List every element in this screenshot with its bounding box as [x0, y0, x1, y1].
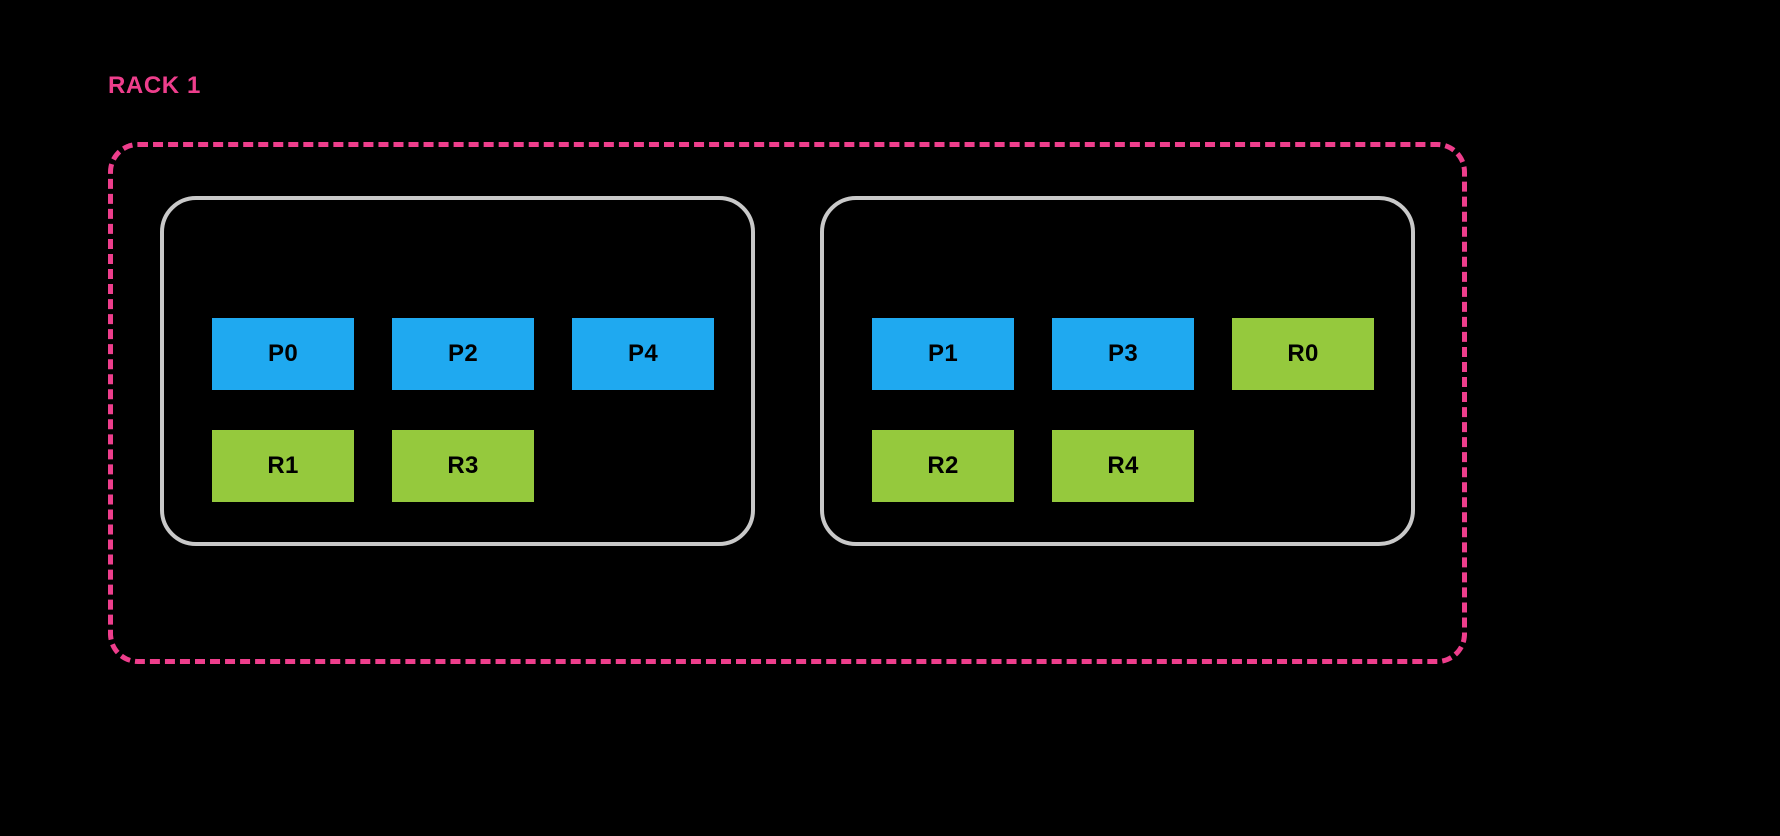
shard-slot-empty [572, 430, 714, 502]
node-panel-2[interactable]: P1 P3 R0 R2 R4 [820, 196, 1415, 546]
rack-boundary [108, 142, 1467, 664]
shard-box[interactable]: P4 [572, 318, 714, 390]
node-panel-1[interactable]: P0 P2 P4 R1 R3 [160, 196, 755, 546]
rack-label: RACK 1 [108, 72, 201, 99]
shard-box[interactable]: P0 [212, 318, 354, 390]
shard-box[interactable]: R0 [1232, 318, 1374, 390]
shard-box[interactable]: R3 [392, 430, 534, 502]
node-2-primary-row: P1 P3 R0 [872, 318, 1391, 390]
shard-box[interactable]: P3 [1052, 318, 1194, 390]
node-1-primary-row: P0 P2 P4 [212, 318, 731, 390]
shard-box[interactable]: P2 [392, 318, 534, 390]
node-1-replica-row: R1 R3 [212, 430, 731, 502]
shard-box[interactable]: P1 [872, 318, 1014, 390]
shard-slot-empty [1232, 430, 1374, 502]
node-1-shard-grid: P0 P2 P4 R1 R3 [212, 318, 731, 502]
shard-box[interactable]: R2 [872, 430, 1014, 502]
shard-box[interactable]: R1 [212, 430, 354, 502]
shard-box[interactable]: R4 [1052, 430, 1194, 502]
node-container: P0 P2 P4 R1 R3 P1 P3 R0 [160, 196, 1415, 546]
node-2-shard-grid: P1 P3 R0 R2 R4 [872, 318, 1391, 502]
node-2-replica-row: R2 R4 [872, 430, 1391, 502]
